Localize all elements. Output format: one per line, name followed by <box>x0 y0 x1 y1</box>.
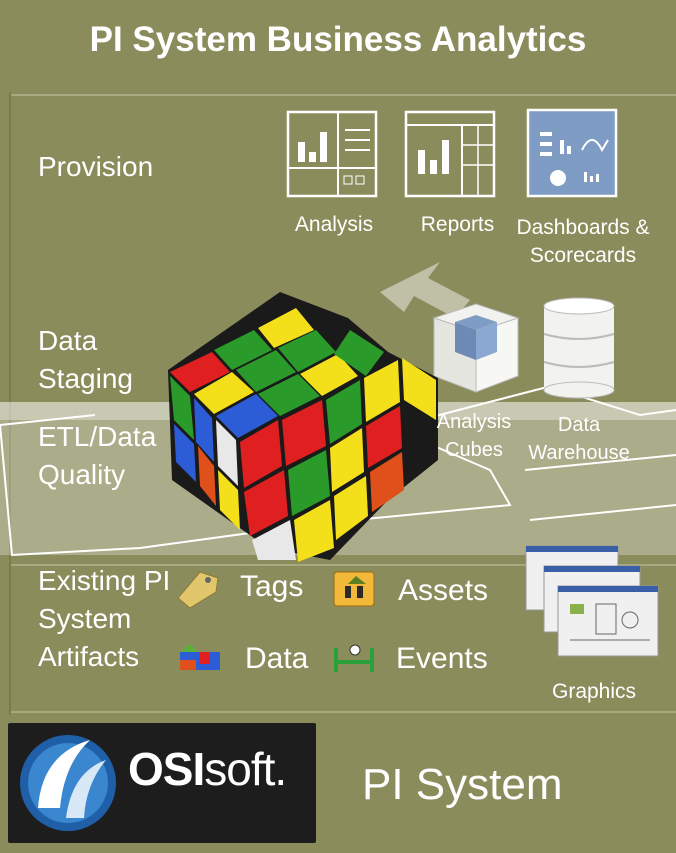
rubiks-cube-image <box>168 292 438 562</box>
data-warehouse-label: Data Warehouse <box>528 414 630 464</box>
osisoft-wordmark: OSIsoft. <box>128 742 287 796</box>
funnel-outline-mid <box>354 439 512 521</box>
pi-system-footer-label: PI System <box>362 760 563 809</box>
reports-label: Reports <box>420 213 495 236</box>
level-provision: Provision <box>38 151 154 182</box>
artifact-tags-label: Tags <box>240 570 304 603</box>
analysis-cubes-label: Analysis Cubes <box>436 411 512 461</box>
level-data-staging: Data Staging <box>38 325 133 394</box>
osisoft-wordmark-dot: . <box>274 743 287 795</box>
artifact-data-label: Data <box>245 642 309 675</box>
level-etl-data-quality: ETL/Data Quality <box>38 421 157 490</box>
funnel-outline-right <box>529 504 676 521</box>
osisoft-wordmark-light: soft <box>204 743 275 795</box>
upward-arrow-icon <box>380 262 470 318</box>
data-warehouse-icon <box>543 297 615 399</box>
osisoft-wordmark-bold: OSI <box>128 743 205 795</box>
level-existing-artifacts: Existing PI System Artifacts <box>38 565 171 672</box>
graphics-screens-icon <box>525 545 659 657</box>
analysis-cubes-icon <box>432 303 520 393</box>
funnel-outline-right-2 <box>524 454 676 471</box>
events-icon <box>334 644 374 672</box>
analysis-label: Analysis <box>294 213 374 236</box>
assets-af-icon <box>333 571 375 607</box>
reports-icon <box>404 110 496 198</box>
data-icon <box>180 644 220 670</box>
analysis-icon <box>286 110 378 198</box>
funnel-outline-upper <box>419 384 556 421</box>
diagram-title: PI System Business Analytics <box>89 20 587 59</box>
artifact-events-label: Events <box>396 642 488 675</box>
funnel-outline-left-top <box>0 414 96 426</box>
graphics-label: Graphics <box>552 680 637 703</box>
tag-icon <box>177 571 219 609</box>
dashboards-label: Dashboards & Scorecards <box>516 216 650 267</box>
funnel-outline-upper-right <box>559 389 676 417</box>
artifact-assets-label: Assets <box>398 574 489 607</box>
dashboards-icon <box>526 108 618 198</box>
